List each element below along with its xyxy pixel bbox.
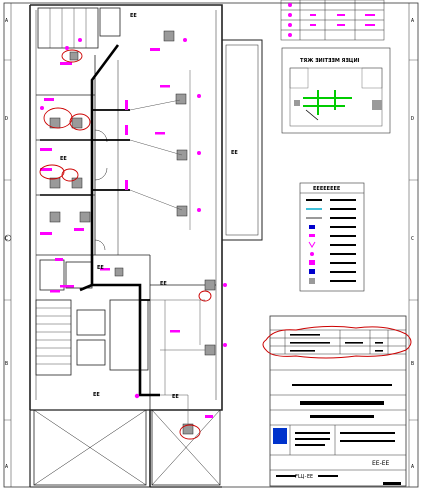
symbol-table bbox=[280, 0, 385, 41]
drawing-code: FLЦ-ЕЕ bbox=[295, 474, 313, 480]
grid-marker: А bbox=[411, 464, 414, 470]
legend-title: ЕЕЕЕЕЕЕЕ bbox=[313, 186, 341, 192]
company-logo bbox=[273, 428, 287, 444]
sheet-number: ЕЕ-ЕЕ bbox=[372, 460, 390, 467]
room-labels: ЕЕ ЕЕ ЕЕ ЕЕ ЕЕ ЕЕ ЕЕ bbox=[60, 13, 238, 400]
legend-rows bbox=[306, 199, 356, 284]
grid-marker: В bbox=[411, 361, 414, 367]
room-label: ЕЕ bbox=[130, 13, 137, 19]
grid-marker: C bbox=[411, 236, 414, 242]
grid-marker: В bbox=[5, 361, 8, 367]
branch-lines bbox=[129, 70, 205, 424]
structural-columns bbox=[49, 30, 216, 435]
room-label: ЕЕ bbox=[93, 392, 100, 398]
annotation-tags bbox=[40, 38, 227, 418]
inset-highlight-zone bbox=[303, 90, 352, 115]
grid-marker: C bbox=[5, 236, 8, 242]
room-label: ЕЕ bbox=[160, 281, 167, 287]
revision-clouds bbox=[39, 49, 212, 440]
inset-plan-title: ТЯЖ ƎИІТƎƎМ ЯƎЦИІ bbox=[300, 58, 360, 64]
room-label: ЕЕ bbox=[60, 156, 67, 162]
room-label: ЕЕ bbox=[97, 265, 104, 271]
room-label: ЕЕ bbox=[172, 394, 179, 400]
legend-box: ЕЕЕЕЕЕЕЕ bbox=[299, 182, 365, 292]
grid-marker: D bbox=[411, 116, 414, 122]
floor-plan bbox=[29, 4, 263, 488]
grid-marker: D bbox=[5, 116, 8, 122]
grid-marker: A bbox=[5, 18, 8, 24]
main-duct-run bbox=[40, 44, 160, 397]
inset-key-plan: ТЯЖ ƎИІТƎƎМ ЯƎЦИІ bbox=[281, 47, 391, 134]
grid-marker: А bbox=[5, 464, 8, 470]
grid-marker: A bbox=[411, 18, 414, 24]
grid-markers-right: A D C В А bbox=[411, 18, 414, 470]
grid-markers-left: A D C В А bbox=[5, 18, 8, 470]
title-block-revision-cloud bbox=[262, 325, 412, 359]
room-label: ЕЕ bbox=[231, 150, 238, 156]
